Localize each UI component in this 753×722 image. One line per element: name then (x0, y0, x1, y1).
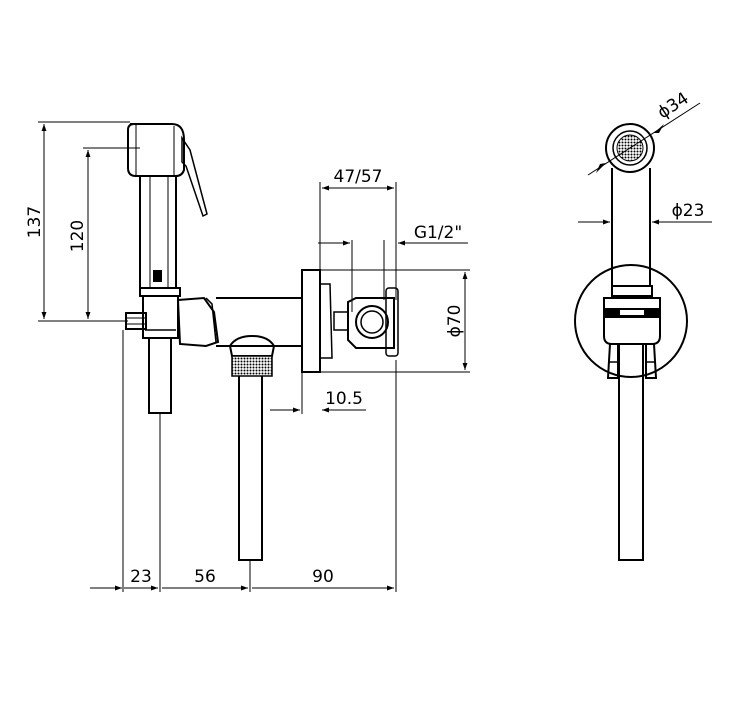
valve-pipe (216, 297, 303, 347)
holder-cradle (355, 305, 389, 339)
dim-phi70: ϕ70 (445, 305, 465, 338)
holder-body (142, 295, 179, 339)
dim-phi23: ϕ23 (672, 201, 705, 221)
inlet-hose (238, 376, 263, 561)
dim-23: 23 (130, 567, 152, 587)
dim-137: 137 (25, 206, 45, 238)
valve-body (176, 296, 220, 348)
dim-120: 120 (68, 220, 88, 252)
front-hose (618, 344, 644, 561)
side-view (125, 123, 399, 561)
front-brand-logo (620, 310, 644, 315)
dim-90: 90 (312, 567, 334, 587)
trigger-lever (181, 135, 208, 218)
dimension-labels-side: 137 120 23 56 90 47/57 G1/2" ϕ70 10.5 (25, 167, 465, 587)
dim-56: 56 (194, 567, 216, 587)
dim-phi34: ϕ34 (654, 88, 692, 123)
spray-head (127, 123, 185, 177)
brand-logo (153, 270, 162, 282)
wall-flange (301, 269, 321, 373)
front-view (574, 123, 688, 561)
inlet-thread (231, 355, 273, 377)
front-holder (603, 297, 661, 345)
dimension-lines-side (38, 121, 470, 592)
dim-10-5: 10.5 (325, 389, 363, 409)
hose-stub (148, 338, 172, 414)
dimension-labels-front: ϕ34 ϕ23 (654, 88, 704, 221)
wall-rosette (574, 264, 688, 378)
dim-47-57: 47/57 (334, 167, 383, 187)
front-handle (611, 168, 651, 287)
spray-face (605, 123, 655, 173)
dim-g12: G1/2" (414, 223, 462, 243)
dimension-lines-front (578, 102, 712, 225)
